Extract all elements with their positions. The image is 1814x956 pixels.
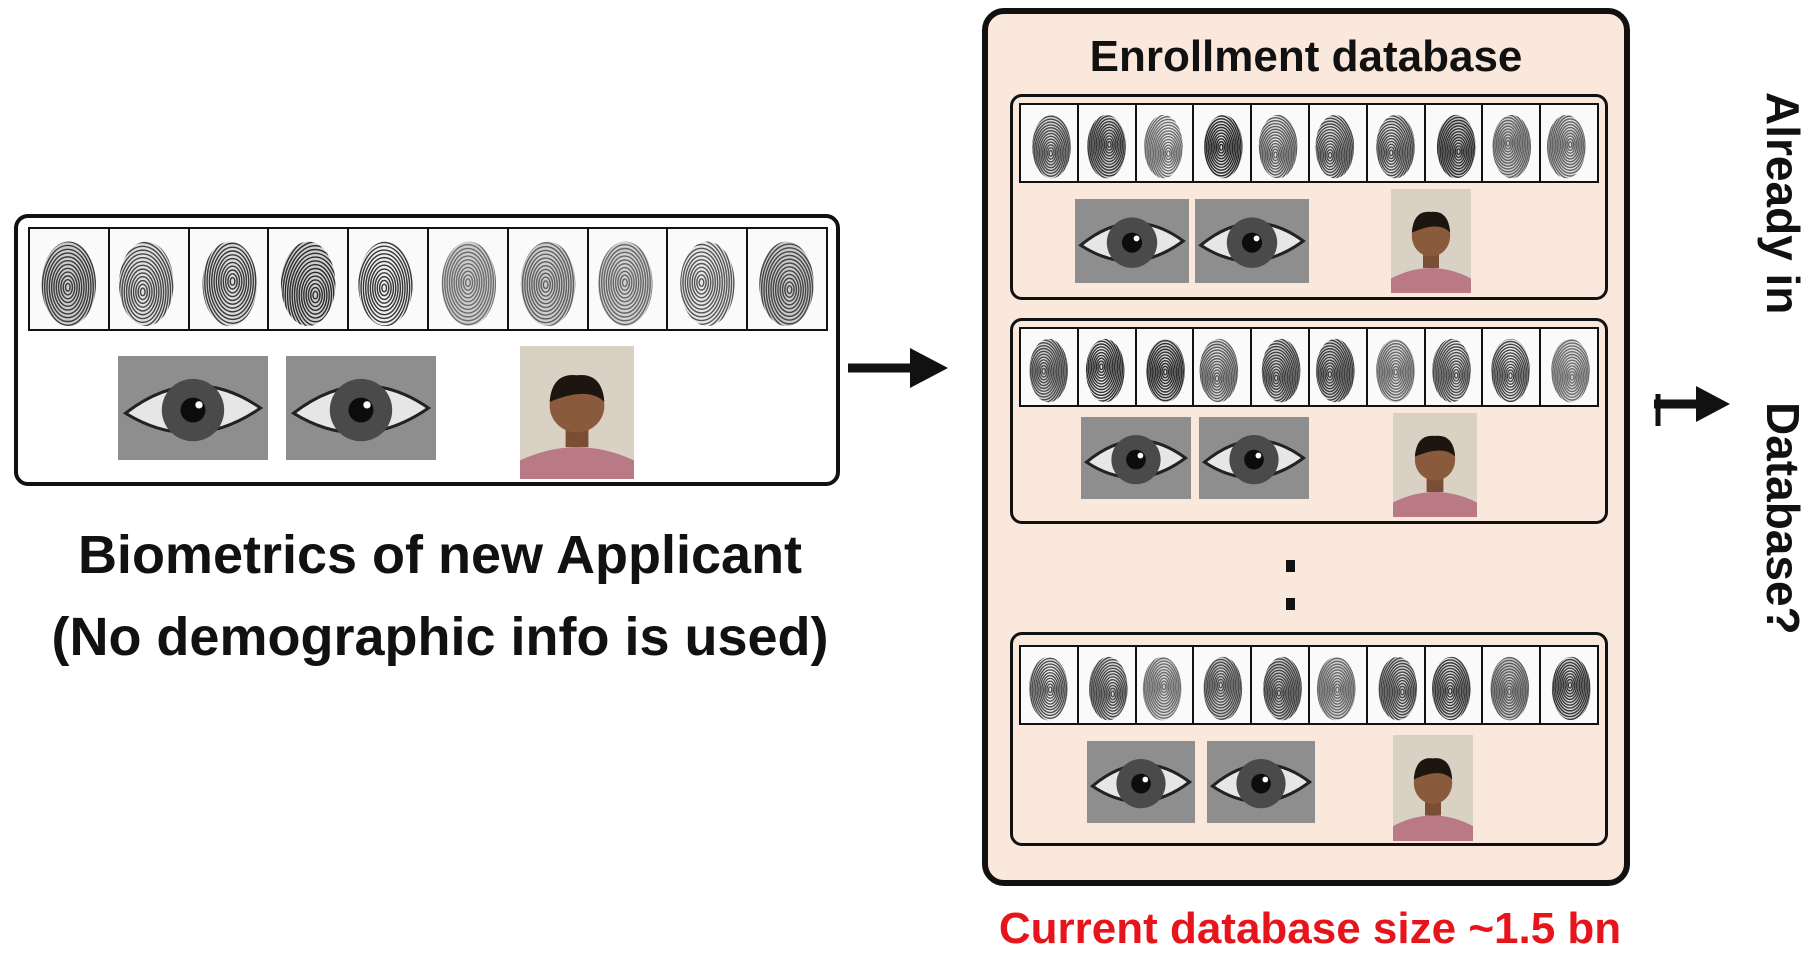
record-n-left-eye-image (1087, 741, 1195, 823)
fingerprint-icon (1425, 105, 1484, 181)
fingerprint-icon (1194, 329, 1253, 405)
record-1-left-eye-image (1075, 199, 1189, 283)
record-n-face-photo (1393, 735, 1473, 841)
fingerprint-icon (269, 229, 350, 329)
fingerprint-icon (748, 229, 826, 329)
applicant-caption-line1: Biometrics of new Applicant (77, 525, 803, 585)
fingerprint-icon (1367, 329, 1426, 405)
record-2-right-eye-image (1199, 417, 1309, 499)
fingerprint-icon (189, 229, 270, 329)
fingerprint-icon (1425, 647, 1484, 723)
record-1-face-photo (1391, 189, 1471, 293)
record-1-right-eye-image (1195, 199, 1309, 283)
fingerprint-icon (428, 229, 509, 329)
arrow-right-icon (1654, 386, 1730, 426)
fingerprint-icon (1541, 329, 1597, 405)
applicant-biometrics-card (14, 214, 840, 486)
record-n-fingerprint-strip (1019, 645, 1599, 725)
fingerprint-icon (1425, 329, 1484, 405)
eye-icon (1075, 199, 1189, 283)
record-2-fingerprint-strip (1019, 327, 1599, 407)
fingerprint-icon (1136, 329, 1195, 405)
fingerprint-icon (1309, 329, 1368, 405)
fingerprint-icon (1252, 105, 1310, 181)
eye-icon (1087, 741, 1195, 823)
applicant-fingerprint-strip (28, 227, 828, 331)
fingerprint-icon (1483, 647, 1542, 723)
record-2-face-photo (1393, 413, 1477, 517)
fingerprint-icon (1021, 105, 1079, 181)
record-2-left-eye-image (1081, 417, 1191, 499)
fingerprint-icon (1483, 105, 1542, 181)
database-record-2 (1010, 318, 1608, 524)
record-n-right-eye-image (1207, 741, 1315, 823)
query-text-line2: Database? (1757, 402, 1809, 635)
fingerprint-icon (30, 229, 110, 329)
fingerprint-icon (1021, 329, 1079, 405)
eye-icon (286, 356, 436, 460)
fingerprint-icon (1252, 647, 1310, 723)
database-title: Enrollment database (1089, 32, 1523, 81)
database-record-n (1010, 632, 1608, 846)
fingerprint-icon (1483, 329, 1542, 405)
fingerprint-icon (1078, 647, 1137, 723)
fingerprint-icon (1309, 105, 1368, 181)
face-photo-icon (1393, 735, 1473, 841)
fingerprint-icon (349, 229, 429, 329)
face-photo-icon (1391, 189, 1471, 293)
fingerprint-icon (1021, 647, 1079, 723)
fingerprint-icon (1541, 647, 1597, 723)
eye-icon (118, 356, 268, 460)
eye-icon (1207, 741, 1315, 823)
query-text-line1: Already in (1757, 92, 1809, 315)
applicant-left-eye-image (118, 356, 268, 460)
arrow-right-icon (848, 348, 948, 388)
applicant-right-eye-image (286, 356, 436, 460)
fingerprint-icon (508, 229, 589, 329)
applicant-face-photo (520, 346, 634, 479)
ellipsis-dot (1286, 598, 1295, 610)
fingerprint-icon (1541, 105, 1597, 181)
fingerprint-icon (1136, 647, 1195, 723)
fingerprint-icon (1136, 105, 1195, 181)
fingerprint-icon (1078, 105, 1137, 181)
database-size-note: Current database size ~1.5 bn (998, 904, 1622, 953)
record-1-fingerprint-strip (1019, 103, 1599, 183)
fingerprint-icon (1309, 647, 1368, 723)
fingerprint-icon (1367, 105, 1426, 181)
fingerprint-icon (1078, 329, 1137, 405)
fingerprint-icon (588, 229, 669, 329)
fingerprint-icon (668, 229, 749, 329)
eye-icon (1199, 417, 1309, 499)
fingerprint-icon (109, 229, 190, 329)
fingerprint-icon (1194, 105, 1253, 181)
applicant-caption-line2: (No demographic info is used) (51, 607, 829, 667)
eye-icon (1081, 417, 1191, 499)
fingerprint-icon (1252, 329, 1310, 405)
fingerprint-icon (1194, 647, 1253, 723)
enrollment-database-box: Enrollment database (982, 8, 1630, 886)
ellipsis-dot (1286, 560, 1295, 572)
eye-icon (1195, 199, 1309, 283)
face-photo-icon (1393, 413, 1477, 517)
database-record-1 (1010, 94, 1608, 300)
face-photo-icon (520, 346, 634, 479)
fingerprint-icon (1367, 647, 1426, 723)
